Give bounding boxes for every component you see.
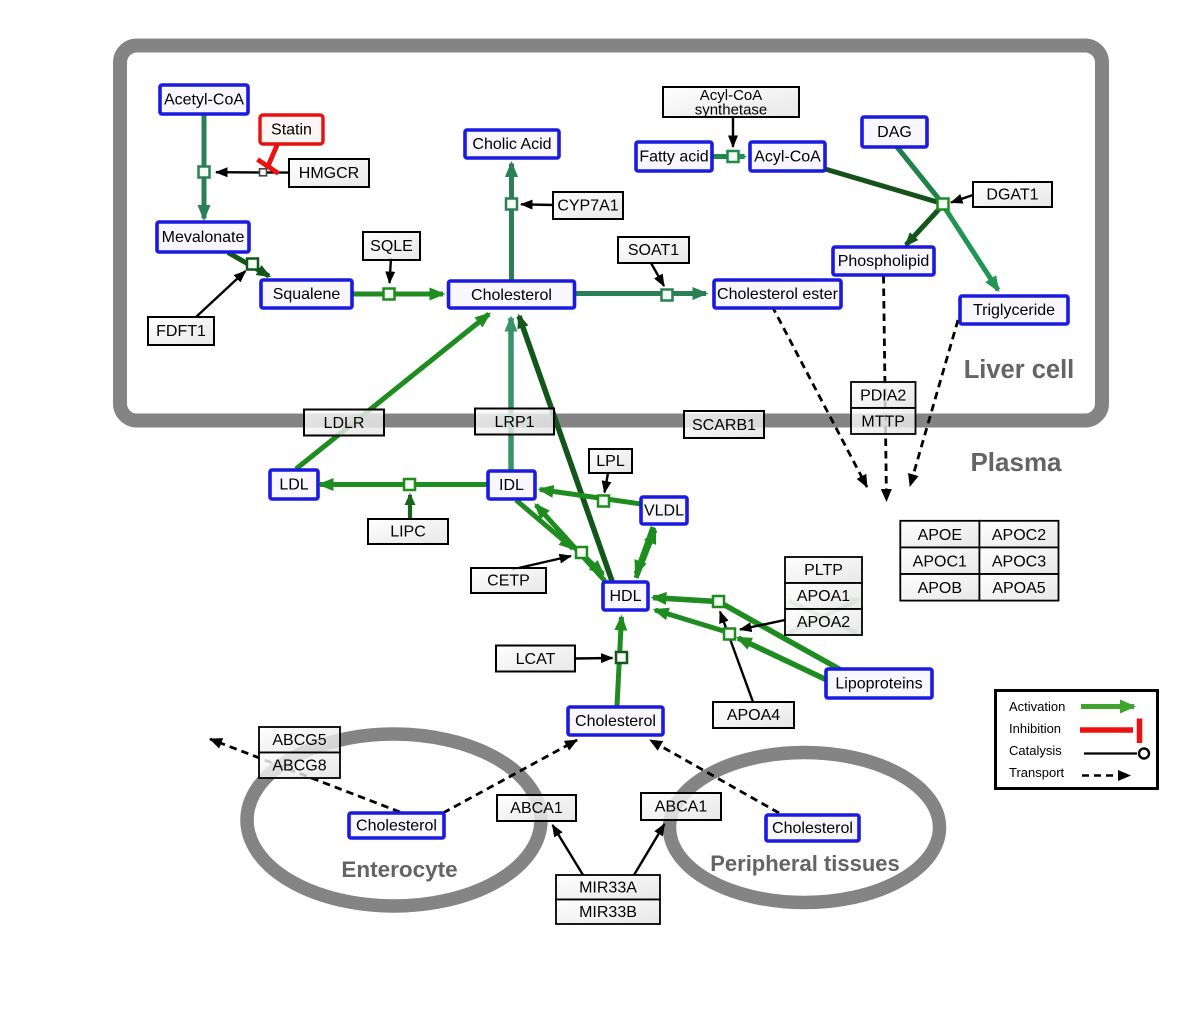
- svg-text:Acyl-CoA: Acyl-CoA: [754, 149, 821, 166]
- svg-text:Transport: Transport: [1009, 765, 1065, 780]
- svg-text:SCARB1: SCARB1: [692, 417, 756, 434]
- svg-text:Phospholipid: Phospholipid: [838, 253, 930, 270]
- svg-text:APOC2: APOC2: [992, 527, 1046, 544]
- svg-text:Enterocyte: Enterocyte: [341, 857, 457, 882]
- svg-text:Mevalonate: Mevalonate: [162, 229, 245, 246]
- svg-text:APOA1: APOA1: [797, 588, 850, 605]
- svg-text:HDL: HDL: [609, 588, 641, 605]
- svg-text:Activation: Activation: [1009, 699, 1065, 714]
- svg-text:HMGCR: HMGCR: [299, 165, 359, 182]
- svg-text:PLTP: PLTP: [804, 562, 843, 579]
- svg-text:Lipoproteins: Lipoproteins: [835, 676, 922, 693]
- svg-text:LDL: LDL: [279, 477, 308, 494]
- svg-text:Cholic Acid: Cholic Acid: [472, 136, 551, 153]
- svg-text:Triglyceride: Triglyceride: [973, 302, 1055, 319]
- svg-text:Squalene: Squalene: [273, 286, 341, 303]
- svg-text:MTTP: MTTP: [861, 414, 905, 431]
- svg-text:PDIA2: PDIA2: [860, 388, 906, 405]
- svg-text:FDFT1: FDFT1: [156, 323, 206, 340]
- svg-text:MIR33B: MIR33B: [579, 904, 637, 921]
- svg-text:SQLE: SQLE: [370, 238, 413, 255]
- svg-text:LRP1: LRP1: [494, 414, 534, 431]
- svg-text:APOC3: APOC3: [992, 553, 1046, 570]
- svg-text:Catalysis: Catalysis: [1009, 743, 1062, 758]
- svg-text:Cholesterol: Cholesterol: [471, 287, 552, 304]
- svg-text:APOA5: APOA5: [992, 580, 1045, 597]
- svg-text:Peripheral tissues: Peripheral tissues: [710, 851, 900, 876]
- svg-text:APOE: APOE: [918, 527, 962, 544]
- svg-text:Acyl-CoA: Acyl-CoA: [700, 87, 763, 104]
- svg-text:DGAT1: DGAT1: [986, 187, 1038, 204]
- svg-text:Plasma: Plasma: [970, 447, 1062, 477]
- svg-text:CYP7A1: CYP7A1: [557, 198, 618, 215]
- svg-text:Statin: Statin: [271, 122, 312, 139]
- svg-text:ABCG5: ABCG5: [272, 732, 326, 749]
- svg-text:LPL: LPL: [596, 453, 625, 470]
- svg-text:synthetase: synthetase: [695, 102, 768, 119]
- svg-text:APOA2: APOA2: [797, 614, 850, 631]
- svg-text:ABCG8: ABCG8: [272, 758, 326, 775]
- svg-text:LDLR: LDLR: [324, 415, 365, 432]
- svg-text:Fatty acid: Fatty acid: [639, 149, 708, 166]
- svg-text:Cholesterol: Cholesterol: [772, 820, 853, 837]
- svg-text:Cholesterol: Cholesterol: [356, 818, 437, 835]
- svg-text:SOAT1: SOAT1: [628, 242, 679, 259]
- svg-text:Inhibition: Inhibition: [1009, 721, 1061, 736]
- svg-text:Cholesterol ester: Cholesterol ester: [717, 286, 839, 303]
- svg-text:CETP: CETP: [487, 573, 530, 590]
- svg-text:IDL: IDL: [499, 477, 524, 494]
- svg-text:Liver cell: Liver cell: [964, 356, 1075, 384]
- svg-text:APOA4: APOA4: [727, 707, 780, 724]
- svg-text:Cholesterol: Cholesterol: [575, 713, 656, 730]
- svg-text:VLDL: VLDL: [644, 503, 684, 520]
- svg-text:APOB: APOB: [918, 580, 962, 597]
- svg-text:LIPC: LIPC: [390, 524, 426, 541]
- svg-text:DAG: DAG: [877, 124, 912, 141]
- svg-text:MIR33A: MIR33A: [579, 880, 637, 897]
- svg-text:APOC1: APOC1: [913, 553, 967, 570]
- svg-text:ABCA1: ABCA1: [510, 800, 563, 817]
- svg-text:Acetyl-CoA: Acetyl-CoA: [164, 92, 244, 109]
- svg-text:LCAT: LCAT: [516, 651, 556, 668]
- svg-text:ABCA1: ABCA1: [655, 799, 708, 816]
